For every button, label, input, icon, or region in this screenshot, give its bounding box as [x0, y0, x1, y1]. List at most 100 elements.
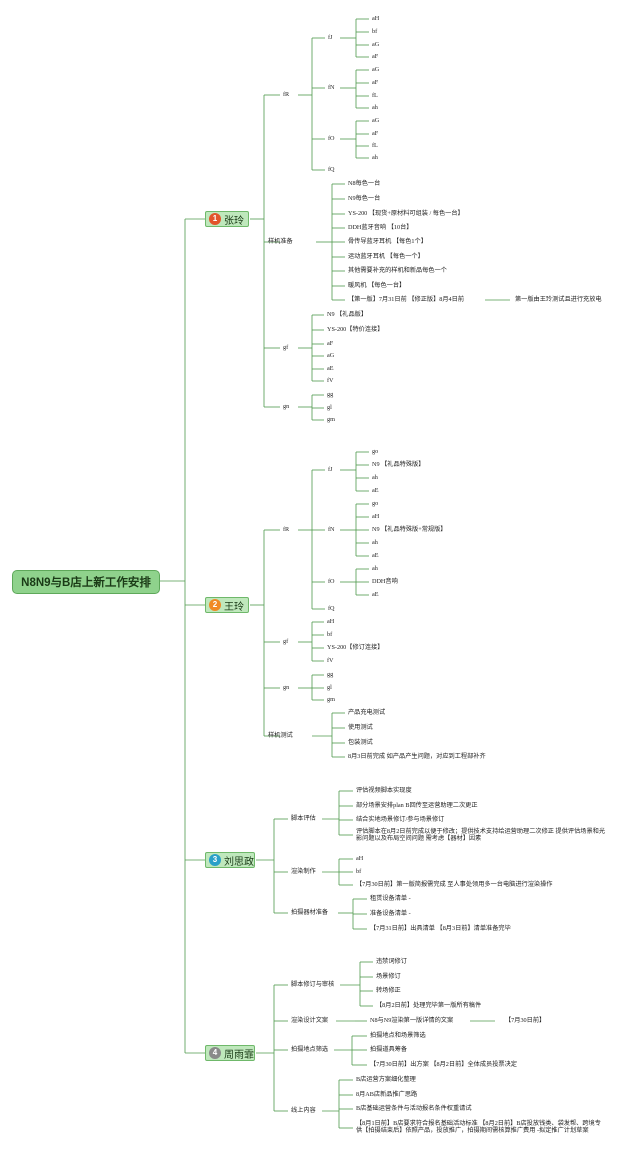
branch-zhangling[interactable]: 1 张玲: [205, 211, 249, 227]
leaf-item[interactable]: gm: [327, 416, 335, 423]
sample-item[interactable]: 其他需要补充的样机和新品每色一个: [348, 267, 447, 274]
sample-item[interactable]: 骨传导蓝牙耳机 【每色1个】: [348, 238, 427, 245]
topic-fR[interactable]: fR: [283, 91, 290, 98]
branch-zhouyufei[interactable]: 4 周雨霏: [205, 1045, 255, 1061]
test-item[interactable]: 包装测试: [348, 739, 373, 746]
location-item[interactable]: 【7月30日前】出方案 【8月2日前】全体成员投票决定: [370, 1061, 517, 1068]
leaf-item[interactable]: aE: [372, 591, 379, 598]
sample-item[interactable]: 【第一版】7月31日前 【修正版】8月4日前: [348, 296, 465, 303]
render-item[interactable]: aH: [356, 855, 364, 862]
sample-note[interactable]: 第一版由王玲测试且进行充放电: [515, 296, 602, 303]
script-item[interactable]: 评估脚本在8月2日前完成以便于修改；提供技术支持给运营助理二次修正 提供评估场景…: [356, 828, 606, 842]
topic-fR[interactable]: fR: [283, 526, 290, 533]
test-item[interactable]: 使用测试: [348, 724, 373, 731]
review-item[interactable]: 违禁词修订: [376, 958, 407, 965]
review-item[interactable]: 场景修订: [376, 973, 401, 980]
leaf-item[interactable]: DDH音响: [372, 578, 398, 585]
leaf-item[interactable]: N9 【礼品版】: [327, 311, 368, 318]
test-item[interactable]: 8月3日前完成 如产品产生问题，对应到工程部补齐: [348, 753, 486, 760]
topic-gf[interactable]: gf: [283, 344, 289, 351]
subtopic-fN[interactable]: fN: [328, 526, 335, 533]
leaf-item[interactable]: aG: [372, 117, 380, 124]
topic-sample-test[interactable]: 样机测试: [268, 732, 293, 739]
leaf-item[interactable]: bf: [327, 631, 333, 638]
leaf-item[interactable]: gm: [327, 696, 335, 703]
script-item[interactable]: 部分场景安排plan B回传至运营助理二次更正: [356, 802, 478, 809]
leaf-item[interactable]: gg: [327, 671, 334, 678]
leaf-item[interactable]: ah: [372, 474, 378, 481]
review-item[interactable]: 转场修正: [376, 987, 401, 994]
sample-item[interactable]: 运动蓝牙耳机 【每色一个】: [348, 253, 424, 260]
subtopic-fQ[interactable]: fQ: [328, 605, 335, 612]
topic-gn[interactable]: gn: [283, 403, 290, 410]
leaf-item[interactable]: go: [372, 448, 379, 455]
topic-online[interactable]: 线上内容: [291, 1107, 316, 1114]
subtopic-fO[interactable]: fO: [328, 135, 335, 142]
leaf-item[interactable]: aG: [372, 66, 380, 73]
leaf-item[interactable]: fV: [327, 377, 334, 384]
branch-wangling[interactable]: 2 王玲: [205, 597, 249, 613]
topic-script-review[interactable]: 脚本修订与审核: [291, 981, 335, 988]
topic-samples-prep[interactable]: 样机准备: [268, 238, 293, 245]
topic-equip-prep[interactable]: 拍摄器材准备: [291, 909, 329, 916]
branch-liusizheng[interactable]: 3 刘思政: [205, 852, 255, 868]
render-item[interactable]: bf: [356, 868, 362, 875]
topic-gf[interactable]: gf: [283, 638, 289, 645]
leaf-item[interactable]: YS-200【修订连接】: [327, 644, 384, 651]
online-item[interactable]: B店基础运营条件与活动报名条件权重请试: [356, 1105, 472, 1112]
leaf-item[interactable]: N9 【礼品特殊版+常规版】: [372, 526, 447, 533]
leaf-item[interactable]: gl: [327, 684, 332, 691]
leaf-item[interactable]: gg: [327, 391, 334, 398]
equip-item[interactable]: 【7月31日前】出具清单 【8月3日前】清单准备完毕: [370, 925, 511, 932]
copy-item[interactable]: N8与N9渲染第一版详情的文案: [370, 1017, 454, 1024]
sample-item[interactable]: 暖风机 【每色一台】: [348, 282, 406, 289]
location-item[interactable]: 拍摄道具筹备: [370, 1046, 408, 1053]
root-topic[interactable]: N8N9与B店上新工作安排: [12, 570, 160, 594]
leaf-item[interactable]: aF: [372, 79, 379, 86]
leaf-item[interactable]: gl: [327, 404, 332, 411]
leaf-item[interactable]: fV: [327, 657, 334, 664]
subtopic-fJ[interactable]: fJ: [328, 34, 333, 41]
topic-location[interactable]: 拍摄地点筛选: [291, 1046, 329, 1053]
copy-note[interactable]: 【7月30日前】: [505, 1017, 546, 1024]
review-item[interactable]: 【8月2日前】处理完毕第一版所有稿件: [376, 1002, 482, 1009]
leaf-item[interactable]: aE: [372, 487, 379, 494]
equip-item[interactable]: 租赁设备清单 -: [370, 895, 411, 902]
sample-item[interactable]: YS-200 【现货+原材料可组装 / 每色一台】: [348, 210, 464, 217]
online-item[interactable]: B店运营方案细化整理: [356, 1076, 416, 1083]
leaf-item[interactable]: N9 【礼品特殊版】: [372, 461, 425, 468]
topic-gn[interactable]: gn: [283, 684, 290, 691]
leaf-item[interactable]: aF: [372, 130, 379, 137]
leaf-item[interactable]: aF: [372, 53, 379, 60]
sample-item[interactable]: N9每色一台: [348, 195, 381, 202]
subtopic-fO[interactable]: fO: [328, 578, 335, 585]
leaf-item[interactable]: aH: [372, 513, 380, 520]
topic-script-eval[interactable]: 脚本评估: [291, 815, 316, 822]
sample-item[interactable]: N8每色一台: [348, 180, 381, 187]
leaf-item[interactable]: ah: [372, 565, 378, 572]
leaf-item[interactable]: go: [372, 500, 379, 507]
leaf-item[interactable]: aH: [372, 15, 380, 22]
script-item[interactable]: 评估视频脚本实现度: [356, 787, 412, 794]
leaf-item[interactable]: ah: [372, 539, 378, 546]
leaf-item[interactable]: bf: [372, 28, 378, 35]
leaf-item[interactable]: aE: [372, 552, 379, 559]
leaf-item[interactable]: fL: [372, 92, 378, 99]
subtopic-fJ[interactable]: fJ: [328, 466, 333, 473]
location-item[interactable]: 拍摄地点和场景筛选: [370, 1032, 426, 1039]
leaf-item[interactable]: aH: [327, 618, 335, 625]
leaf-item[interactable]: fL: [372, 142, 378, 149]
leaf-item[interactable]: ah: [372, 154, 378, 161]
topic-copywriting[interactable]: 渲染设计文案: [291, 1017, 329, 1024]
equip-item[interactable]: 准备设备清单 -: [370, 910, 411, 917]
subtopic-fQ[interactable]: fQ: [328, 166, 335, 173]
subtopic-fN[interactable]: fN: [328, 84, 335, 91]
script-item[interactable]: 结合实地场景修订/参与场景修订: [356, 816, 445, 823]
leaf-item[interactable]: aG: [327, 352, 335, 359]
leaf-item[interactable]: YS-200【特价连接】: [327, 326, 384, 333]
sample-item[interactable]: DDH蓝牙音响 【10台】: [348, 224, 413, 231]
leaf-item[interactable]: aF: [327, 340, 334, 347]
online-item[interactable]: 8月AB店新品推广思路: [356, 1091, 418, 1098]
leaf-item[interactable]: ah: [372, 104, 378, 111]
topic-render[interactable]: 渲染制作: [291, 868, 316, 875]
